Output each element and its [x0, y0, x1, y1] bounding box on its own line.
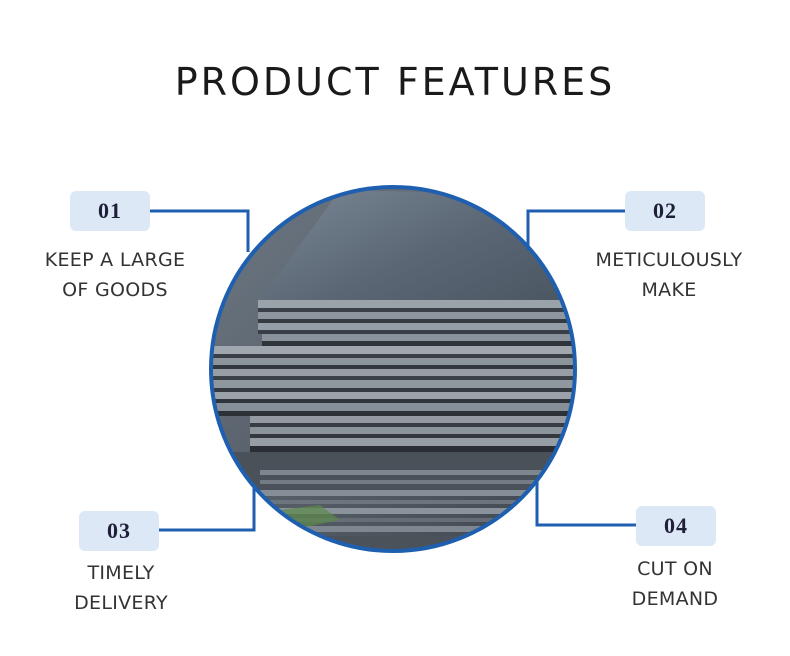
connector-line-01: [150, 209, 250, 252]
feature-label-02-line2: MAKE: [641, 279, 697, 301]
feature-label-01-line1: KEEP A LARGE: [44, 249, 186, 271]
feature-number-02: 02: [625, 191, 705, 231]
feature-number-04: 04: [636, 506, 716, 546]
feature-label-04-line2: DEMAND: [631, 588, 719, 610]
feature-label-04-line1: CUT ON: [637, 558, 713, 580]
feature-label-03: TIMELY DELIVERY: [31, 558, 211, 618]
feature-number-03: 03: [79, 511, 159, 551]
feature-label-01: KEEP A LARGE OF GOODS: [25, 245, 205, 305]
feature-number-01: 01: [70, 191, 150, 231]
feature-label-03-line1: TIMELY: [87, 562, 155, 584]
page-title: PRODUCT FEATURES: [174, 60, 616, 104]
feature-label-02: METICULOUSLY MAKE: [579, 245, 759, 305]
feature-label-02-line1: METICULOUSLY: [595, 249, 743, 271]
feature-label-01-line2: OF GOODS: [62, 279, 168, 301]
feature-label-04: CUT ON DEMAND: [585, 554, 765, 614]
connector-line-04: [535, 480, 636, 527]
feature-label-03-line2: DELIVERY: [74, 592, 168, 614]
connector-line-03: [158, 488, 256, 532]
connector-line-02: [526, 209, 625, 250]
